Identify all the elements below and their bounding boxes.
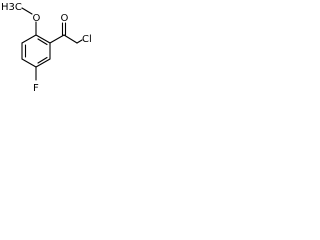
ring-bond xyxy=(35,58,51,68)
ring-bond xyxy=(35,34,51,44)
ring-double-bond xyxy=(37,56,48,64)
benzene-ring xyxy=(21,34,51,68)
ring-bond xyxy=(21,34,37,44)
carbonyl-to-methylene-bond xyxy=(63,34,78,44)
ring-double-bond xyxy=(37,38,48,46)
methyl-label: H3C xyxy=(1,2,22,13)
ether-oxygen-label: O xyxy=(33,13,41,24)
structure-diagram: O H3C O Cl F xyxy=(1,2,92,94)
ring-to-carbonyl-bond xyxy=(49,34,65,44)
oxygen-to-methyl-bond xyxy=(21,7,33,15)
carbonyl-oxygen-label: O xyxy=(61,13,69,24)
methylene-to-chlorine-bond xyxy=(76,39,83,44)
ring-bond xyxy=(21,58,37,68)
chlorine-label: Cl xyxy=(82,34,92,45)
fluorine-label: F xyxy=(33,83,39,94)
